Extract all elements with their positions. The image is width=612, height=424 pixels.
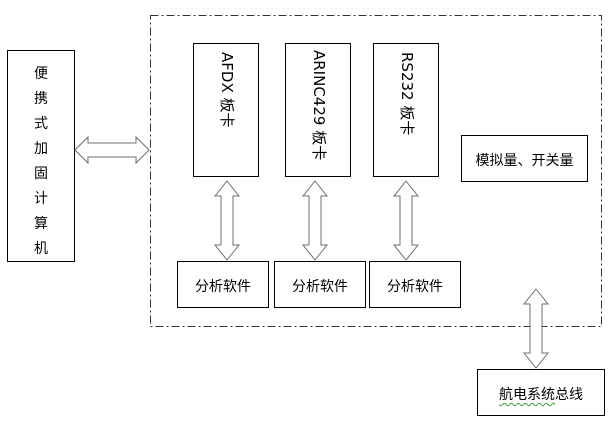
arinc429-card-box: ARINC429 板卡 <box>285 43 351 177</box>
afdx-card-box: AFDX 板卡 <box>193 43 259 177</box>
analysis-software-box-3: 分析软件 <box>369 261 461 308</box>
portable-computer-label: 便 携 式 加 固 计 算 机 <box>34 66 48 257</box>
analysis-software-label: 分析软件 <box>195 279 251 295</box>
analog-discrete-box: 模拟量、开关量 <box>461 135 588 182</box>
double-arrow-arinc-analysis <box>301 180 329 261</box>
analysis-software-label: 分析软件 <box>387 279 443 295</box>
portable-computer-box: 便 携 式 加 固 计 算 机 <box>7 50 75 262</box>
avionics-bus-label: 航电系统总线 <box>499 387 583 403</box>
analysis-software-box-1: 分析软件 <box>177 261 269 308</box>
double-arrow-frame-bus <box>522 288 550 369</box>
analog-discrete-label: 模拟量、开关量 <box>475 153 574 169</box>
double-arrow-rs232-analysis <box>392 180 420 261</box>
system-boundary-frame <box>150 15 602 327</box>
avionics-bus-box: 航电系统总线 <box>477 369 605 416</box>
double-arrow-afdx-analysis <box>213 180 241 261</box>
analysis-software-box-2: 分析软件 <box>274 261 366 308</box>
analysis-software-label: 分析软件 <box>292 279 348 295</box>
double-arrow-computer-frame <box>74 135 150 165</box>
rs232-card-box: RS232 板卡 <box>373 43 439 177</box>
